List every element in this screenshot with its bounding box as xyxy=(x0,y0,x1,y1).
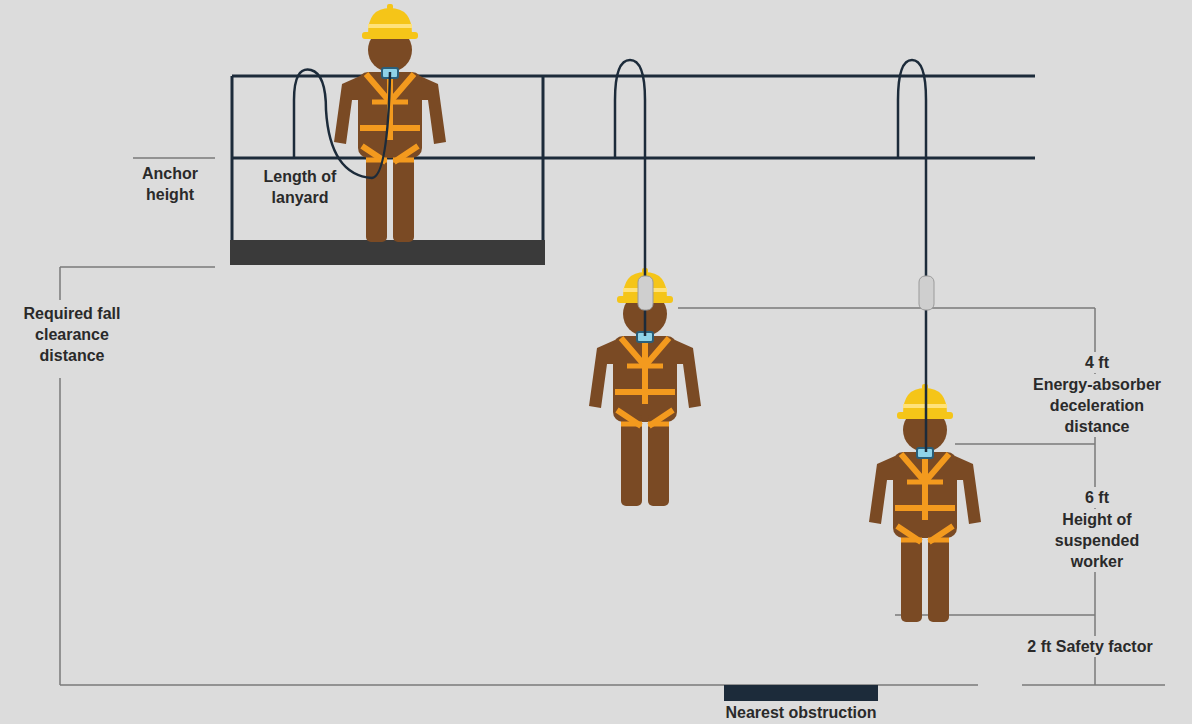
dimension-label: Height of suspended worker xyxy=(1038,509,1156,572)
dimension-label: 6 ft xyxy=(1064,487,1130,508)
dimension-label: Anchor height xyxy=(125,163,215,205)
dimension-label: 4 ft xyxy=(1064,352,1130,373)
dimension-label: 2 ft Safety factor xyxy=(1002,636,1178,657)
dimension-label: Required fall clearance distance xyxy=(4,303,140,366)
dimension-label: Length of lanyard xyxy=(250,166,350,208)
dimension-label: Nearest obstruction xyxy=(691,702,911,723)
dimension-label: Energy-absorber deceleration distance xyxy=(1019,374,1175,437)
